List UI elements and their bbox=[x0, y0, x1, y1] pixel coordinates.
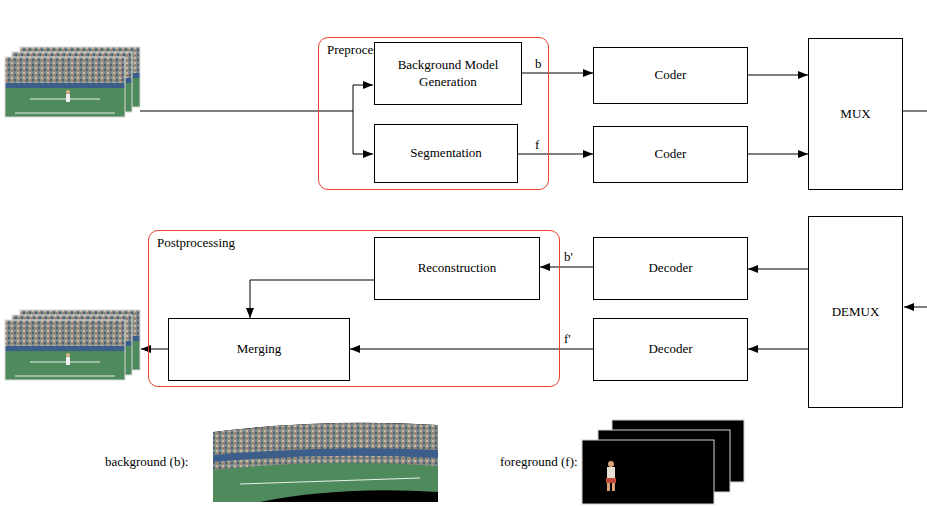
image-caption: background (b): bbox=[105, 454, 188, 470]
process-box: Reconstruction bbox=[374, 237, 540, 300]
background-panorama bbox=[213, 418, 438, 502]
process-box: Coder bbox=[593, 126, 748, 183]
foreground-frames bbox=[582, 420, 744, 504]
box-label: DEMUX bbox=[832, 304, 880, 321]
signal-label: b' bbox=[562, 250, 575, 264]
process-box: Background Model Generation bbox=[374, 42, 522, 105]
flow-arrow bbox=[350, 349, 593, 350]
box-label: Segmentation bbox=[410, 145, 482, 162]
output-frames bbox=[5, 310, 140, 380]
box-label: Coder bbox=[655, 67, 687, 84]
flow-arrow bbox=[748, 75, 808, 76]
flow-arrow bbox=[522, 73, 593, 74]
process-box: Segmentation bbox=[374, 124, 518, 183]
process-box: Merging bbox=[168, 318, 350, 381]
image-caption: foreground (f): bbox=[500, 454, 578, 470]
flow-arrow bbox=[518, 154, 593, 155]
signal-label: f' bbox=[562, 332, 573, 346]
process-box: MUX bbox=[808, 38, 903, 190]
flow-arrow bbox=[540, 267, 593, 268]
box-label: MUX bbox=[840, 106, 870, 123]
input-frames bbox=[5, 47, 140, 117]
flow-arrow bbox=[748, 349, 808, 350]
flow-arrow bbox=[250, 280, 374, 318]
box-label: Decoder bbox=[648, 260, 692, 277]
flow-arrow bbox=[748, 154, 808, 155]
process-box: DEMUX bbox=[808, 216, 903, 408]
process-box: Coder bbox=[593, 47, 748, 104]
signal-label: f bbox=[533, 138, 541, 152]
signal-label: b bbox=[533, 57, 544, 71]
box-label: Reconstruction bbox=[418, 260, 497, 277]
box-label: Background Model Generation bbox=[379, 57, 517, 91]
box-label: Coder bbox=[655, 146, 687, 163]
stage-group: PreprocessingBackground Model Generation… bbox=[318, 37, 549, 190]
process-box: Decoder bbox=[593, 237, 748, 300]
group-heading: Postprocessing bbox=[157, 235, 235, 251]
flow-arrow bbox=[748, 269, 808, 270]
box-label: Decoder bbox=[648, 341, 692, 358]
stage-group: PostprocessingReconstructionMerging bbox=[148, 230, 560, 387]
process-box: Decoder bbox=[593, 318, 748, 381]
box-label: Merging bbox=[237, 341, 282, 358]
